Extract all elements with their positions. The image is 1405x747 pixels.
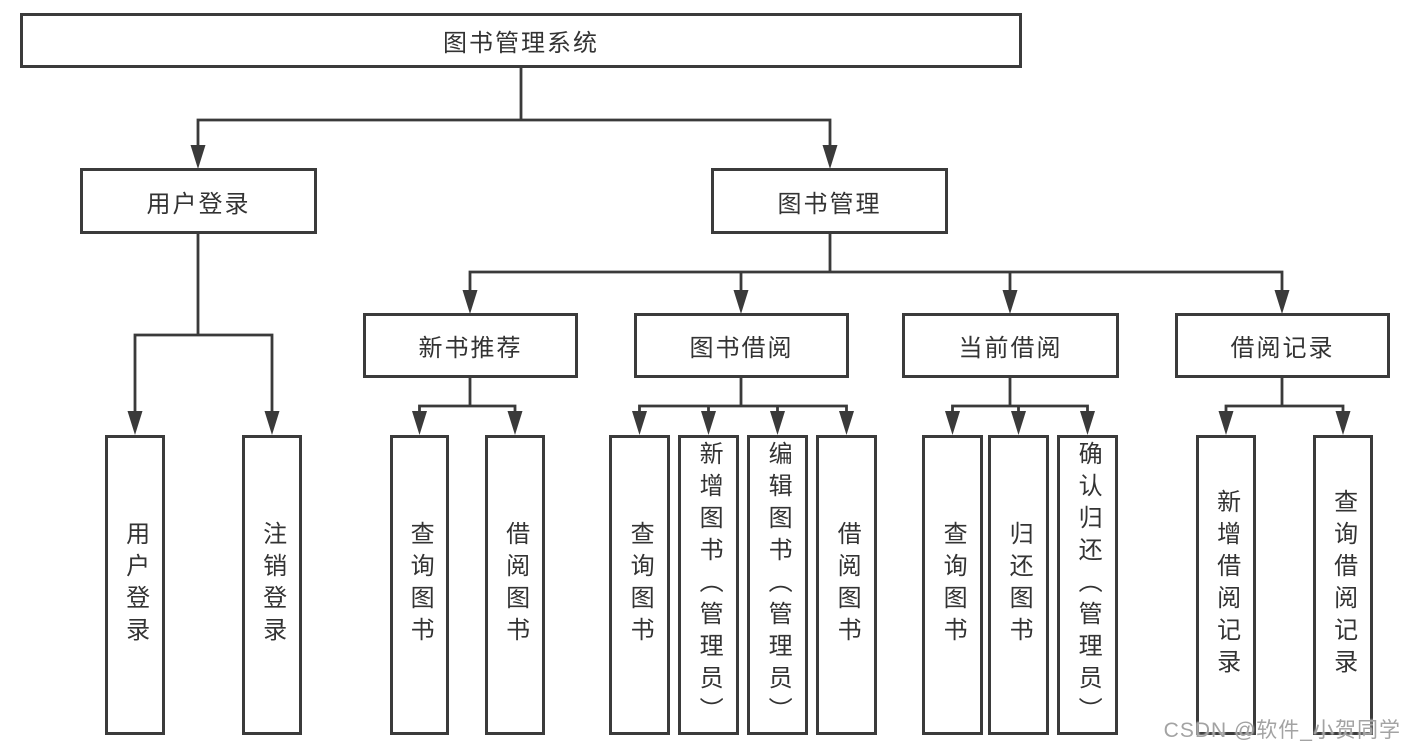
leaf-label: 新增图书（管理员）	[695, 441, 723, 729]
leaf-query-books-current: 查询图书	[922, 435, 983, 735]
leaf-label: 注销登录	[258, 521, 286, 649]
node-current-borrowing: 当前借阅	[902, 313, 1119, 378]
arrowheads	[127, 145, 1351, 435]
leaf-label: 归还图书	[1005, 521, 1033, 649]
leaf-return-books: 归还图书	[988, 435, 1049, 735]
csdn-watermark: CSDN @软件_小贺同学	[1163, 719, 1401, 742]
connector-new-book-to-children	[418, 375, 517, 422]
leaf-label: 查询借阅记录	[1329, 489, 1357, 681]
node-borrowing-records: 借阅记录	[1175, 313, 1390, 378]
leaf-user-login: 用户登录	[105, 435, 165, 735]
leaf-add-books-admin: 新增图书（管理员）	[678, 435, 739, 735]
node-book-borrowing: 图书借阅	[634, 313, 849, 378]
leaf-logout-login: 注销登录	[242, 435, 302, 735]
leaf-query-books-borrowing: 查询图书	[609, 435, 670, 735]
leaf-label: 确认归还（管理员）	[1074, 441, 1102, 729]
leaf-label: 借阅图书	[501, 521, 529, 649]
connector-book-borrow-to-children	[638, 375, 848, 422]
node-book-management: 图书管理	[711, 168, 948, 234]
leaf-label: 查询图书	[626, 521, 654, 649]
leaf-borrow-books-recommend: 借阅图书	[485, 435, 545, 735]
leaf-label: 借阅图书	[833, 521, 861, 649]
node-new-book-recommendation: 新书推荐	[363, 313, 578, 378]
leaf-confirm-return-admin: 确认归还（管理员）	[1057, 435, 1118, 735]
leaf-edit-books-admin: 编辑图书（管理员）	[747, 435, 808, 735]
leaf-query-books-recommend: 查询图书	[390, 435, 449, 735]
leaf-add-borrow-record: 新增借阅记录	[1196, 435, 1256, 735]
node-library-system: 图书管理系统	[20, 13, 1022, 68]
connector-records-to-children	[1224, 375, 1345, 422]
connector-root-to-level2	[196, 64, 832, 152]
leaf-label: 新增借阅记录	[1212, 489, 1240, 681]
node-user-login: 用户登录	[80, 168, 317, 234]
leaf-query-borrow-record: 查询借阅记录	[1313, 435, 1373, 735]
leaf-borrow-books-borrowing: 借阅图书	[816, 435, 877, 735]
connector-user-login-to-children	[133, 231, 274, 418]
leaf-label: 查询图书	[406, 521, 434, 649]
leaf-label: 查询图书	[939, 521, 967, 649]
connector-book-management-to-children	[468, 231, 1284, 297]
leaf-label: 用户登录	[121, 521, 149, 649]
leaf-label: 编辑图书（管理员）	[764, 441, 792, 729]
